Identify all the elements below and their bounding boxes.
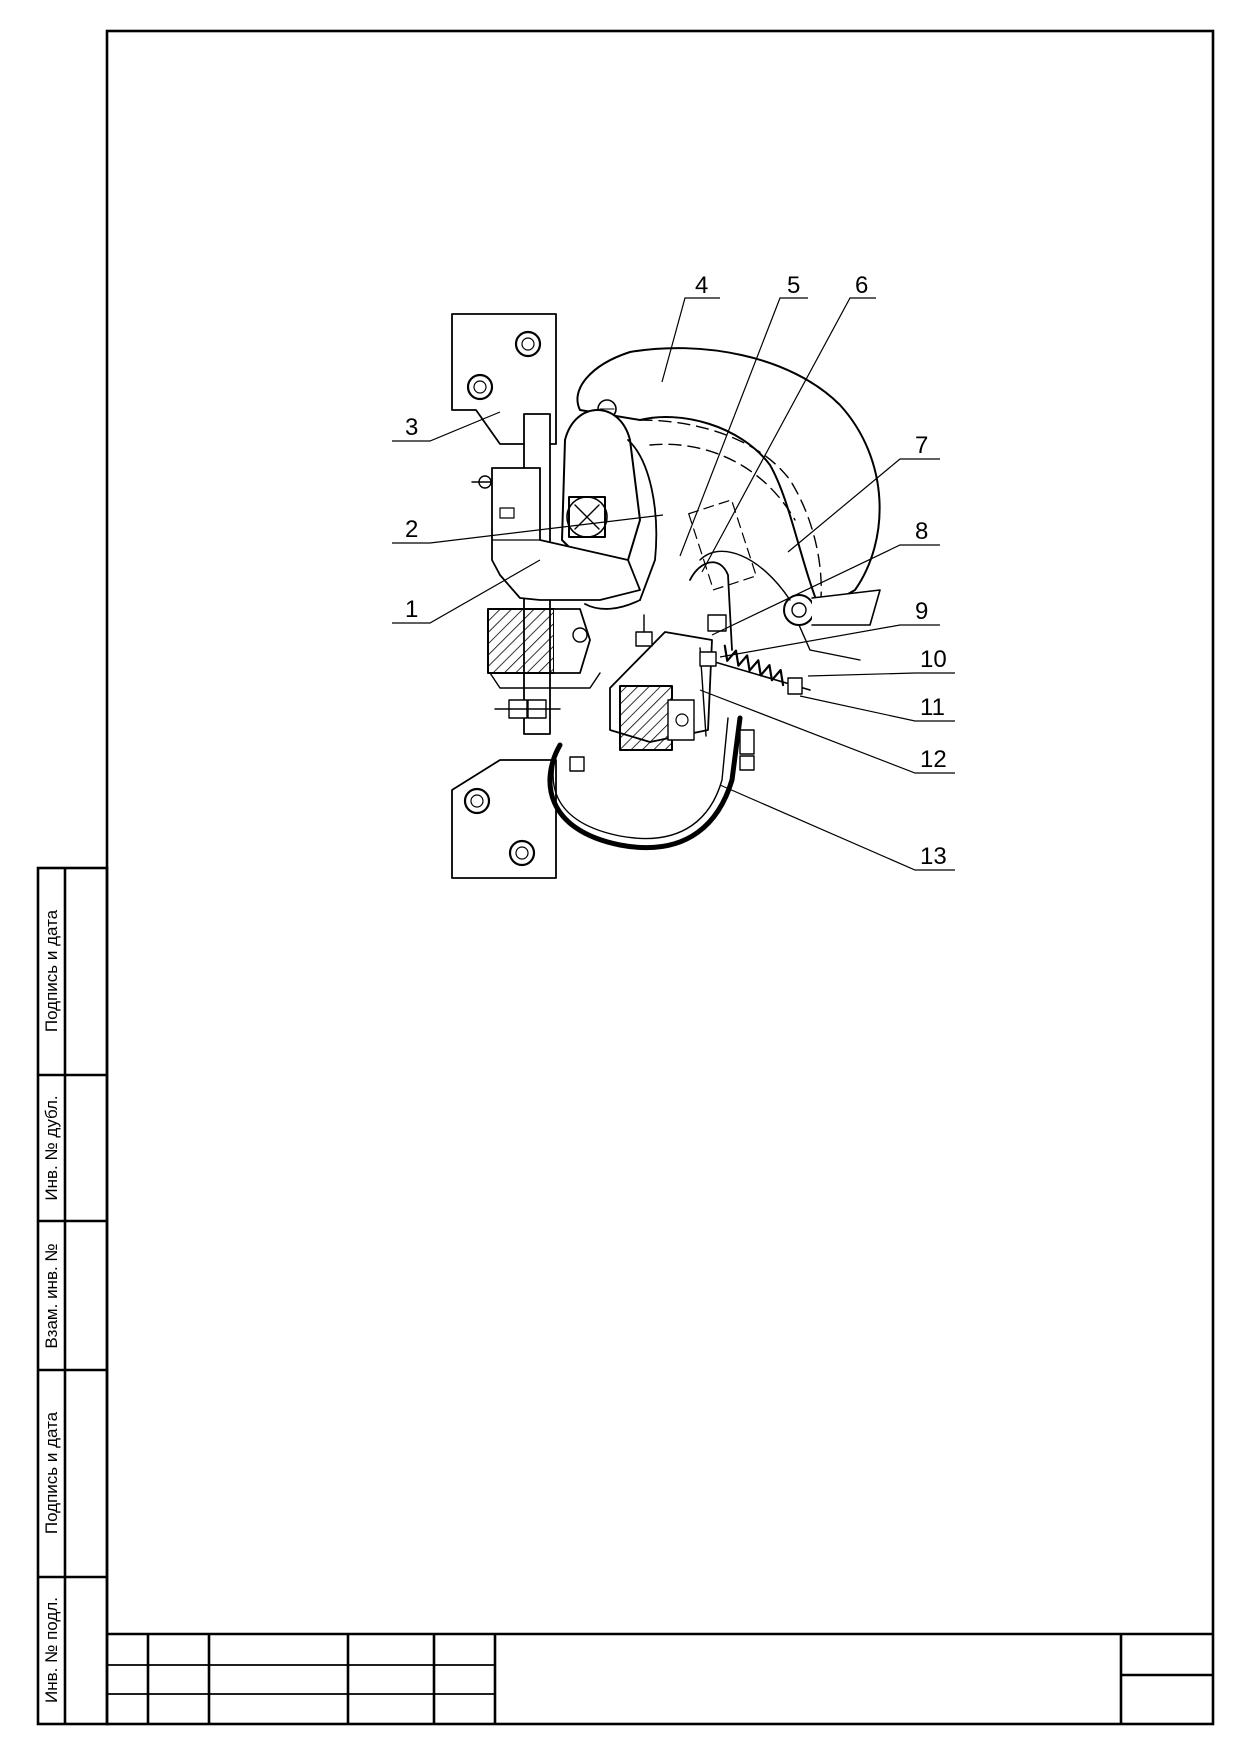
side-stamp: Подпись и дата Инв. № дубл. Взам. инв. №… [36, 866, 109, 1726]
callout-2: 2 [405, 516, 418, 543]
lower-mounting-plate [451, 759, 557, 879]
fixed-contact-assembly [609, 631, 713, 751]
holder-bolts [635, 614, 755, 771]
callout-10: 10 [920, 646, 947, 673]
flexible-shunt [547, 715, 743, 851]
callout-4: 4 [695, 272, 708, 299]
callout-1: 1 [405, 596, 418, 623]
upper-mounting-plate [451, 313, 557, 445]
stamp-field-original-inv: Инв. № подл. [42, 1597, 61, 1703]
leader-lines [392, 297, 955, 871]
callout-labels: 1 2 3 4 5 6 7 8 9 10 11 12 13 [405, 272, 947, 870]
callout-7: 7 [915, 432, 928, 459]
stamp-field-signature-date-2: Подпись и дата [42, 1411, 61, 1534]
lower-left-nut [494, 699, 561, 719]
stamp-field-duplicate-inv: Инв. № дубл. [42, 1095, 61, 1200]
stamp-field-replacement-inv: Взам. инв. № [42, 1243, 61, 1348]
mechanism-drawing [451, 313, 881, 879]
callout-3: 3 [405, 414, 418, 441]
stamp-field-signature-date-1: Подпись и дата [42, 909, 61, 1032]
callout-9: 9 [915, 598, 928, 625]
callout-8: 8 [915, 518, 928, 545]
contact-spring [699, 644, 811, 695]
drawing-frame [105, 29, 1215, 1726]
moving-contact-lever [561, 409, 658, 610]
title-block [107, 1632, 1213, 1724]
callout-13: 13 [920, 843, 947, 870]
callout-11: 11 [920, 694, 945, 721]
arc-horn-lever [689, 550, 881, 661]
callout-5: 5 [787, 272, 800, 299]
callout-6: 6 [855, 272, 868, 299]
callout-12: 12 [920, 746, 947, 773]
upper-insulator [487, 608, 555, 674]
holder-bracket [471, 467, 641, 601]
